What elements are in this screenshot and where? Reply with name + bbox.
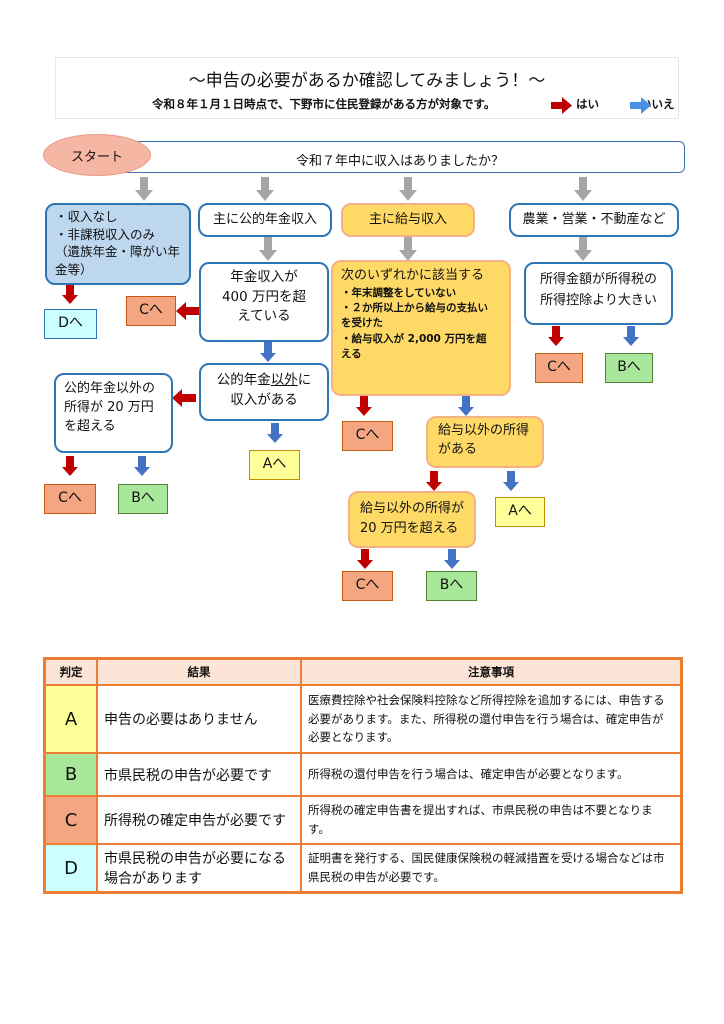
note-cell: 医療費控除や社会保険料控除など所得控除を追加するには、申告する必要があります。ま… xyxy=(300,684,683,754)
pension-question-3: 公的年金以外の 所得が 20 万円 を超える xyxy=(54,373,173,453)
header-box: ～申告の必要があるか確認してみましょう！～ 令和８年１月１日時点で、下野市に住民… xyxy=(55,57,679,119)
result-b: Bへ xyxy=(118,484,168,514)
result-c: Cへ xyxy=(342,571,393,601)
salary-q1-item: ・２か所以上から給与の支払い を受けた xyxy=(341,302,488,330)
result-a: Aへ xyxy=(495,497,545,527)
table-row: C 所得税の確定申告が必要です 所得税の確定申告書を提出すれば、市県民税の申告は… xyxy=(43,795,683,845)
salary-question-3: 給与以外の所得が 20 万円を超える xyxy=(348,491,476,548)
legend-yes-label: はい xyxy=(576,97,599,111)
branch-salary: 主に給与収入 xyxy=(341,203,475,237)
result-cell: 市県民税の申告が必要です xyxy=(96,752,302,797)
result-d: Dへ xyxy=(44,309,97,339)
result-cell: 申告の必要はありません xyxy=(96,684,302,754)
start-label: スタート xyxy=(70,150,123,165)
table-header: 注意事項 xyxy=(300,657,683,686)
note-cell: 所得税の確定申告書を提出すれば、市県民税の申告は不要となります。 xyxy=(300,795,683,845)
initial-question-text: 令和７年中に収入はありましたか？ xyxy=(295,154,504,169)
grade-cell: A xyxy=(43,684,98,754)
legend-no-arrow xyxy=(630,97,651,114)
result-a: Aへ xyxy=(249,450,300,480)
salary-q1-item: ・給与収入が 2,000 万円を超 える xyxy=(341,332,487,360)
salary-question-1: 次のいずれかに該当する ・年末調整をしていない ・２か所以上から給与の支払い を… xyxy=(331,260,511,396)
branch-business: 農業・営業・不動産など xyxy=(509,203,679,237)
result-b: Bへ xyxy=(605,353,653,383)
grade-cell: D xyxy=(43,843,98,894)
judgment-table: 判定 結果 注意事項 A 申告の必要はありません 医療費控除や社会保険料控除など… xyxy=(43,657,683,894)
table-header: 判定 xyxy=(43,657,98,686)
page-subtitle: 令和８年１月１日時点で、下野市に住民登録がある方が対象です。 xyxy=(152,97,496,111)
table-row: A 申告の必要はありません 医療費控除や社会保険料控除など所得控除を追加するには… xyxy=(43,684,683,754)
grade-cell: B xyxy=(43,752,98,797)
business-question-1: 所得金額が所得税の 所得控除より大きい xyxy=(524,262,673,325)
legend-yes-arrow xyxy=(551,97,572,114)
salary-question-2: 給与以外の所得 がある xyxy=(426,416,544,468)
result-cell: 市県民税の申告が必要になる場合があります xyxy=(96,843,302,894)
start-node: スタート xyxy=(43,134,151,176)
branch-pension: 主に公的年金収入 xyxy=(198,203,332,237)
branch-no-income: ・収入なし ・非課税収入のみ （遺族年金・障がい年金等） xyxy=(45,203,191,285)
result-c: Cへ xyxy=(535,353,583,383)
note-cell: 証明書を発行する、国民健康保険税の軽減措置を受ける場合などは市県民税の申告が必要… xyxy=(300,843,683,894)
result-b: Bへ xyxy=(426,571,477,601)
initial-question-box: 令和７年中に収入はありましたか？ xyxy=(115,141,685,173)
salary-q1-item: ・年末調整をしていない xyxy=(341,286,457,299)
table-header: 結果 xyxy=(96,657,302,686)
result-c: Cへ xyxy=(44,484,96,514)
grade-cell: C xyxy=(43,795,98,845)
result-cell: 所得税の確定申告が必要です xyxy=(96,795,302,845)
table-row: D 市県民税の申告が必要になる場合があります 証明書を発行する、国民健康保険税の… xyxy=(43,843,683,894)
note-cell: 所得税の還付申告を行う場合は、確定申告が必要となります。 xyxy=(300,752,683,797)
salary-q1-title: 次のいずれかに該当する xyxy=(341,268,485,283)
page-title: ～申告の必要があるか確認してみましょう！～ xyxy=(188,71,546,91)
table-header-row: 判定 結果 注意事項 xyxy=(43,657,683,686)
pension-question-2: 公的年金以外に 収入がある xyxy=(199,363,329,421)
result-c: Cへ xyxy=(342,421,393,451)
result-c: Cへ xyxy=(126,296,176,326)
pension-question-1: 年金収入が 400 万円を超 えている xyxy=(199,262,329,342)
table-row: B 市県民税の申告が必要です 所得税の還付申告を行う場合は、確定申告が必要となり… xyxy=(43,752,683,797)
